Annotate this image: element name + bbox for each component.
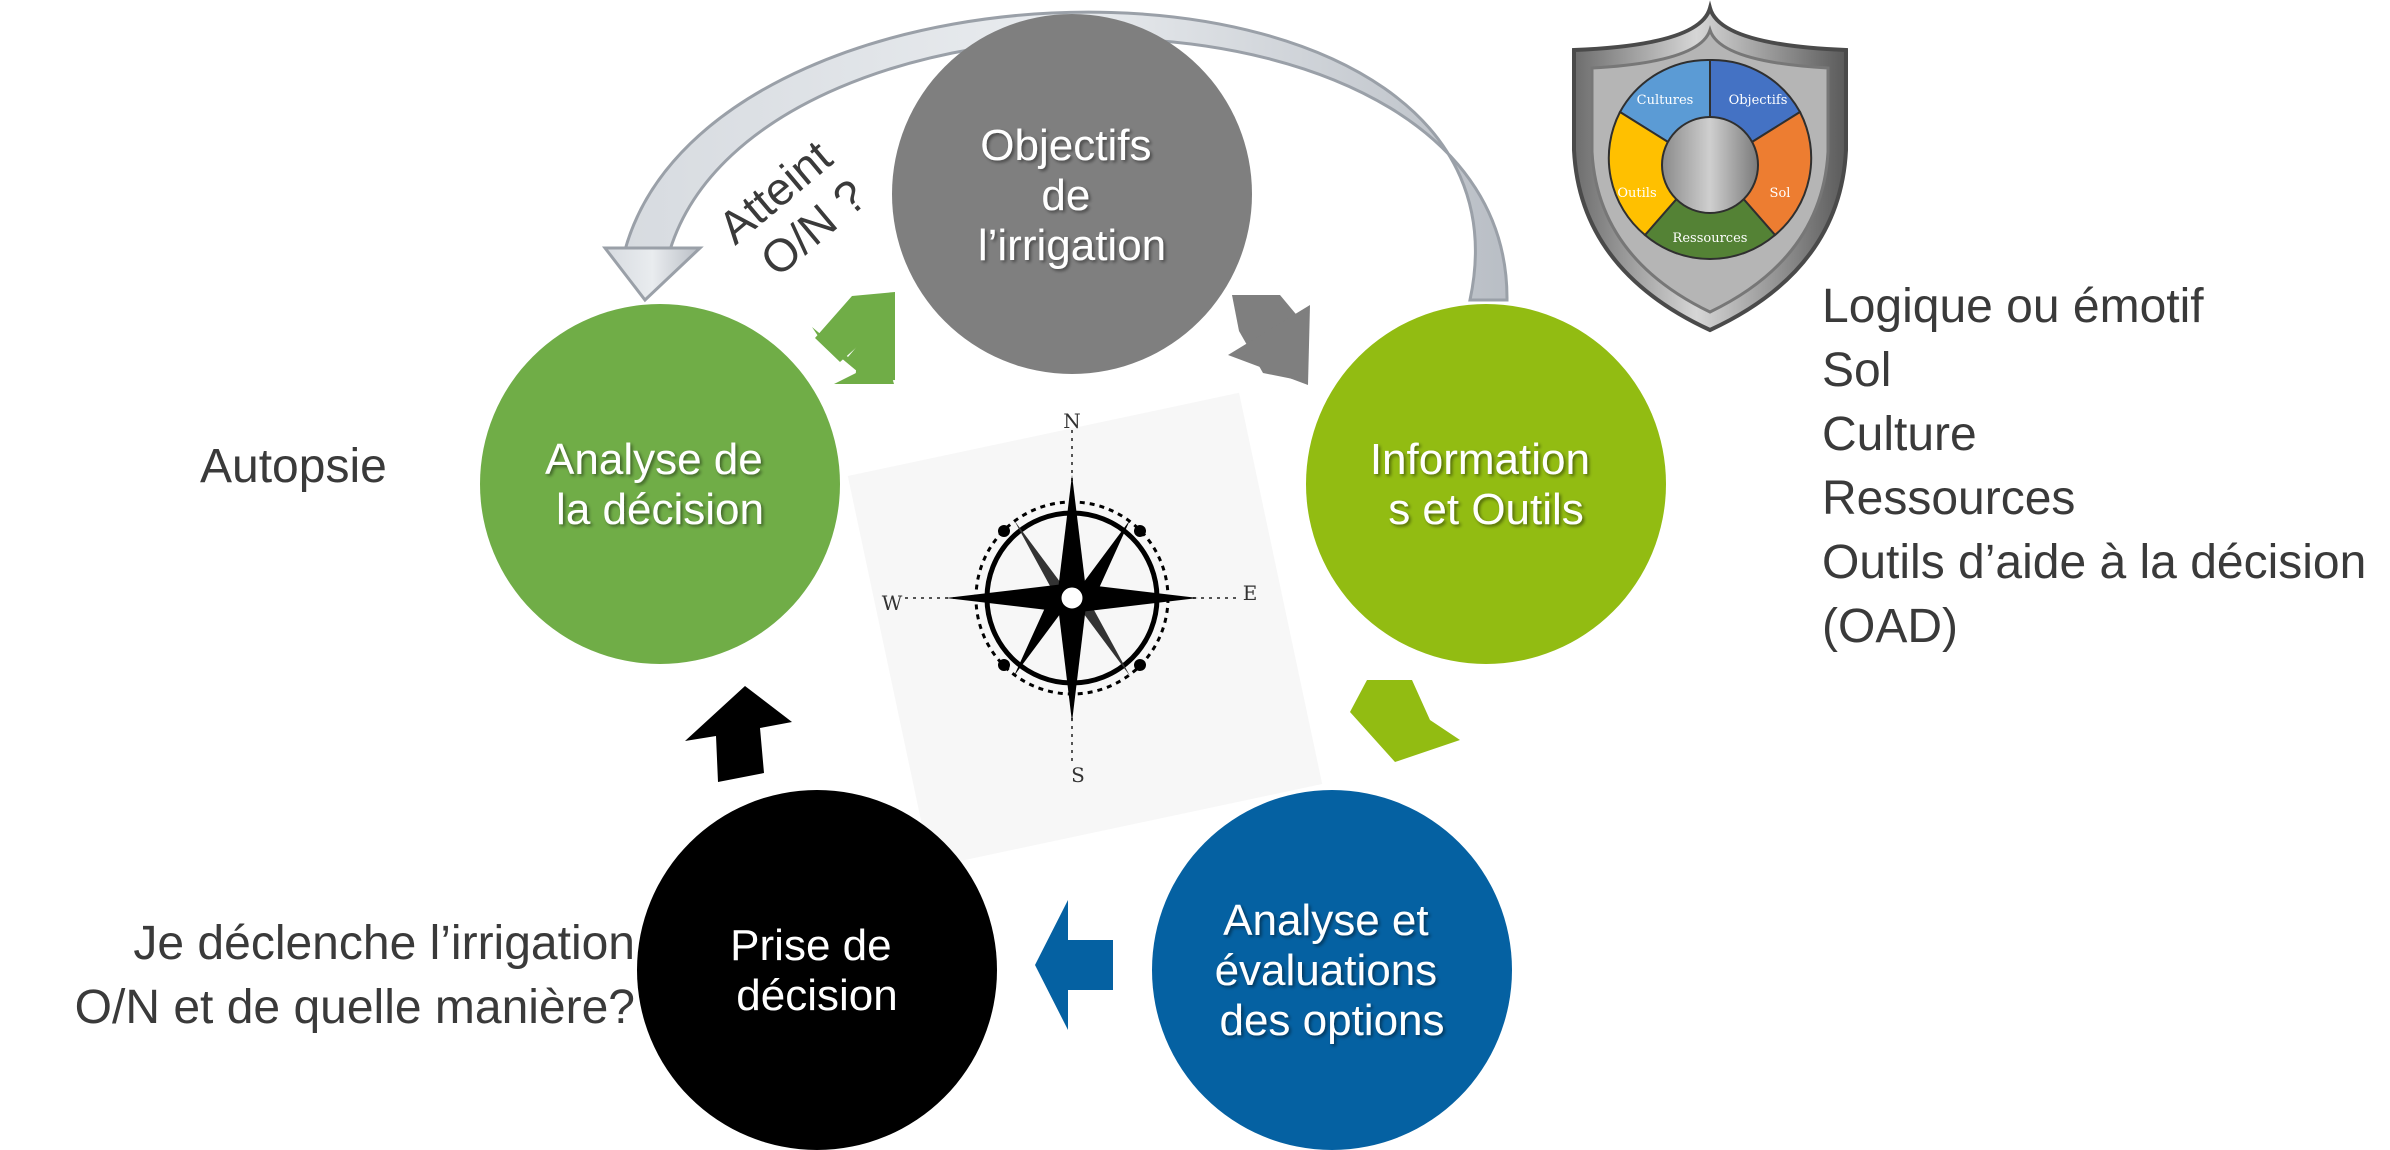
compass-label-w: W: [882, 591, 903, 615]
step-analyse-options-line: Analyse et: [1223, 896, 1428, 945]
step-analyse-options: Analyse et évaluations des options: [1152, 790, 1512, 1150]
information-list-item: Outils d’aide à la décision: [1822, 536, 2367, 589]
step-prise-decision: Prise de décision: [637, 790, 997, 1150]
compass-label-e: E: [1243, 581, 1258, 605]
shield-label-ressources: Ressources: [1673, 231, 1748, 246]
step-information: Information s et Outils: [1306, 304, 1666, 664]
feedback-loop-arrow: [601, 10, 1509, 303]
step-analyse-decision-line: Analyse de: [545, 435, 763, 484]
step-analyse-options-line: évaluations: [1215, 946, 1438, 995]
step-information-line: Information: [1370, 435, 1590, 484]
shield-hub: [1661, 116, 1759, 214]
arrow-objectifs-to-information-head: [1228, 305, 1310, 385]
step-prise-decision-circle: [637, 790, 997, 1150]
compass-label-n: N: [1063, 409, 1081, 433]
information-list-item: Sol: [1822, 344, 1892, 397]
note-declenche-line: Je déclenche l’irrigation: [133, 917, 635, 970]
step-objectifs: Objectifs de l’irrigation: [892, 14, 1252, 374]
arrow-analyse-decision-to-objectifs-fill: [815, 292, 895, 383]
information-list-item: Ressources: [1822, 472, 2076, 525]
arrow-analyse-to-prise: [1035, 900, 1113, 1030]
compass-ring-dot: [998, 659, 1010, 671]
compass-point-east: [1080, 584, 1198, 612]
compass-point-north: [1058, 475, 1086, 590]
step-analyse-options-line: des options: [1219, 996, 1444, 1045]
information-list-item: Culture: [1822, 408, 1977, 461]
compass-rose: N S E W: [847, 392, 1323, 868]
note-declenche-line: O/N et de quelle manière?: [74, 981, 635, 1034]
compass-ring-dot: [1134, 659, 1146, 671]
compass-ring-dot: [1134, 525, 1146, 537]
step-analyse-decision-label: Analyse de la décision: [545, 435, 775, 534]
information-list-item: Logique ou émotif: [1822, 280, 2204, 333]
step-objectifs-line: l’irrigation: [978, 221, 1166, 270]
step-prise-decision-line: décision: [736, 971, 897, 1020]
step-analyse-options-circle: [1152, 790, 1512, 1150]
note-autopsie: Autopsie: [200, 440, 387, 493]
step-objectifs-label: Objectifs de l’irrigation: [978, 121, 1166, 270]
step-analyse-decision: Analyse de la décision: [480, 304, 840, 664]
step-information-circle: [1306, 304, 1666, 664]
shield-label-cultures: Cultures: [1637, 93, 1694, 108]
compass-point-west: [946, 584, 1064, 612]
arrow-information-to-analyse: [1350, 680, 1460, 762]
shield-label-sol: Sol: [1770, 186, 1791, 201]
step-information-line: s et Outils: [1388, 485, 1584, 534]
step-objectifs-line: de: [1041, 171, 1090, 220]
note-declenche: Je déclenche l’irrigation O/N et de quel…: [0, 912, 635, 1040]
step-objectifs-line: Objectifs: [980, 121, 1151, 170]
feedback-loop-head: [601, 246, 704, 303]
compass-center: [1058, 584, 1086, 612]
information-list: Logique ou émotif Sol Culture Ressources…: [1822, 275, 2390, 659]
shield-label-outils: Outils: [1617, 186, 1656, 201]
step-objectifs-circle: [892, 14, 1252, 374]
compass-ring-dot: [998, 525, 1010, 537]
shield-label-objectifs: Objectifs: [1729, 93, 1788, 108]
information-list-item: (OAD): [1822, 600, 1958, 653]
compass-label-s: S: [1071, 763, 1085, 787]
step-analyse-decision-circle: [480, 304, 840, 664]
compass-point-south: [1058, 606, 1086, 722]
step-prise-decision-line: Prise de: [730, 921, 891, 970]
step-analyse-options-label: Analyse et évaluations des options: [1215, 896, 1450, 1045]
arrow-prise-to-analyse-decision: [685, 686, 792, 782]
step-analyse-decision-line: la décision: [556, 485, 764, 534]
shield-icon: Cultures Objectifs Sol Ressources Outils: [1572, 0, 1848, 333]
step-prise-decision-label: Prise de décision: [730, 921, 904, 1020]
compass-background: [847, 392, 1323, 868]
step-information-label: Information s et Outils: [1370, 435, 1602, 534]
